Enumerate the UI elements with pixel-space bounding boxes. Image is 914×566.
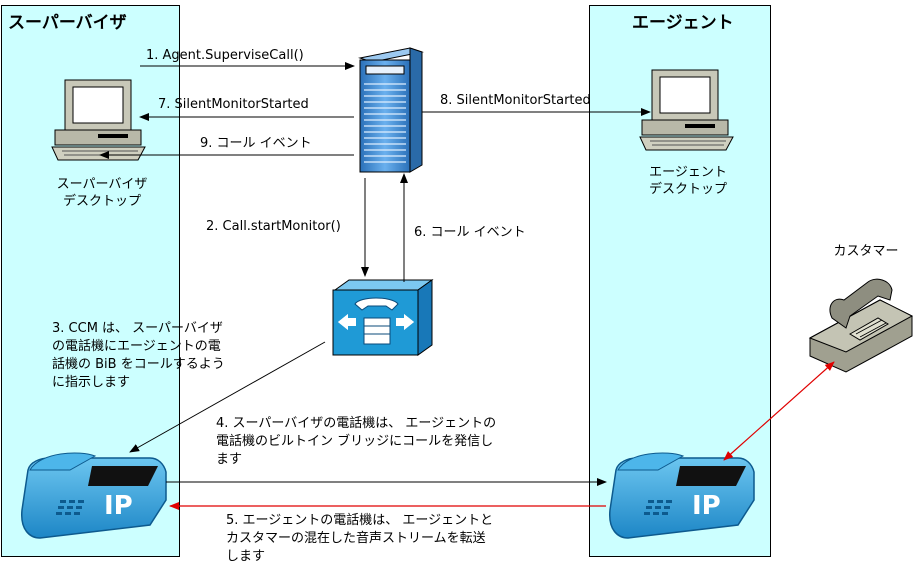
customer-label: カスタマー xyxy=(833,244,899,259)
step-6-label: 6. コール イベント xyxy=(414,225,526,240)
agent-ip-phone-label: IP xyxy=(692,491,721,521)
arrow-3 xyxy=(129,341,326,453)
step-5-label: 5. エージェントの電話機は、 エージェントと カスタマーの混在した音声ストリー… xyxy=(226,513,494,564)
agent-desktop-label: エージェント デスクトップ xyxy=(648,165,727,197)
call-manager-icon xyxy=(332,279,434,356)
step-1-label: 1. Agent.SuperviseCall() xyxy=(146,48,304,63)
step-2-label: 2. Call.startMonitor() xyxy=(206,219,341,234)
customer-desk-phone-icon xyxy=(808,278,914,373)
step-3-label: 3. CCM は、 スーパーバイザ の電話機にエージェントの電 話機の BiB … xyxy=(52,321,225,390)
agent-zone-title: エージェント xyxy=(632,13,734,33)
supervisor-desktop-label: スーパーバイザ デスクトップ xyxy=(56,177,148,209)
step-7-label: 7. SilentMonitorStarted xyxy=(158,97,309,112)
supervisor-zone-title: スーパーバイザ xyxy=(8,13,127,33)
supervisor-ip-phone-icon xyxy=(21,452,167,539)
step-9-label: 9. コール イベント xyxy=(200,136,312,151)
step-8-label: 8. SilentMonitorStarted xyxy=(440,93,591,108)
agent-ip-phone-icon xyxy=(609,452,755,539)
supervisor-ip-phone-label: IP xyxy=(104,491,133,521)
arrow-customer-agent xyxy=(723,361,835,461)
agent-desktop-icon xyxy=(639,69,734,151)
step-4-label: 4. スーパーバイザの電話機は、 エージェントの 電話機のビルトイン ブリッジに… xyxy=(216,416,497,467)
server-tower-icon xyxy=(358,47,424,173)
supervisor-desktop-icon xyxy=(51,79,146,161)
